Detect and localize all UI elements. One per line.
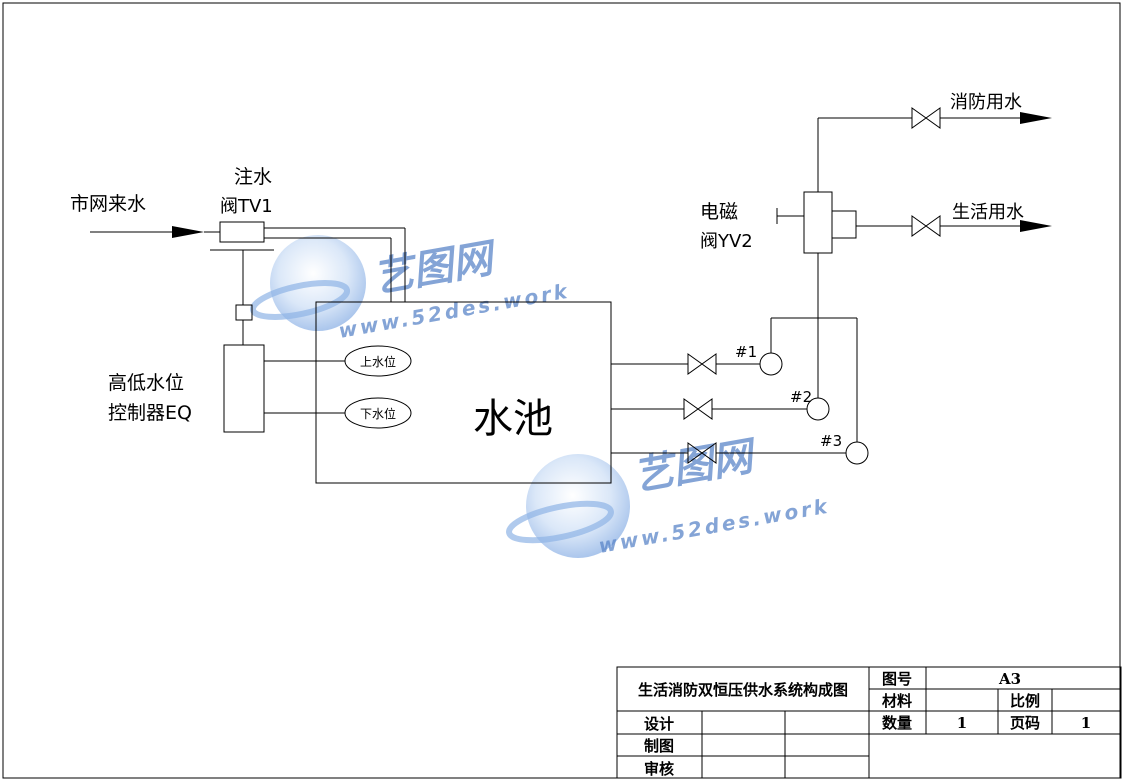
title-block: 生活消防双恒压供水系统构成图 图号 A3 材料 比例 数量 1 页码 1 设计 … <box>616 666 1122 779</box>
valve-icon <box>687 442 703 464</box>
municipal-water-label: 市网来水 <box>70 193 146 215</box>
valve-icon <box>697 398 713 420</box>
water-tank <box>315 301 612 484</box>
drawing-no: A3 <box>998 670 1021 688</box>
controller-label-1: 高低水位 <box>108 372 184 394</box>
valve-icon <box>925 215 941 237</box>
fill-valve-label-1: 注水 <box>234 166 272 188</box>
quantity-value: 1 <box>957 714 967 732</box>
page-value: 1 <box>1081 714 1091 732</box>
controller-label-2: 控制器EQ <box>108 402 192 424</box>
fill-valve-label-2: 阀TV1 <box>220 196 273 217</box>
domestic-water-label: 生活用水 <box>952 202 1024 223</box>
valve-icon <box>911 215 927 237</box>
solenoid-label-2: 阀YV2 <box>700 231 753 252</box>
upper-level-label: 上水位 <box>360 354 396 369</box>
page-label: 页码 <box>1010 714 1040 732</box>
scale-label: 比例 <box>1010 692 1040 710</box>
tank-label: 水池 <box>473 396 553 442</box>
solenoid-valve-yv2 <box>803 191 833 254</box>
review-label: 审核 <box>644 760 674 778</box>
watermark-brand: 艺图网 <box>630 433 762 500</box>
watermark-brand: 艺图网 <box>370 235 502 302</box>
valve-icon <box>925 107 941 129</box>
valve-icon <box>911 107 927 129</box>
pump-3 <box>845 441 869 465</box>
material-label: 材料 <box>882 692 912 710</box>
watermark-2: 艺图网 www.52des.work <box>506 433 832 558</box>
pump-1 <box>759 352 783 376</box>
design-label: 设计 <box>644 715 674 733</box>
valve-icon <box>687 353 703 375</box>
valve-actuator <box>235 304 253 321</box>
lower-level-sensor <box>344 397 412 429</box>
watermark-url: www.52des.work <box>597 494 832 558</box>
fill-valve-tv1 <box>219 221 265 243</box>
fire-outlet-arrow-icon <box>1020 112 1052 124</box>
lower-level-label: 下水位 <box>360 406 396 421</box>
solenoid-label-1: 电磁 <box>700 201 738 223</box>
drawing-no-label: 图号 <box>882 670 912 688</box>
fire-water-label: 消防用水 <box>950 92 1022 113</box>
pump-1-label: #1 <box>735 343 757 361</box>
level-controller-eq <box>223 344 265 433</box>
valve-icon <box>701 353 717 375</box>
upper-level-sensor <box>344 345 412 377</box>
solenoid-coil <box>831 210 857 239</box>
domestic-outlet-arrow-icon <box>1020 220 1052 232</box>
quantity-label: 数量 <box>882 714 912 732</box>
pump-3-label: #3 <box>820 432 842 450</box>
valve-icon <box>683 398 699 420</box>
watermark-1: 艺图网 www.52des.work <box>249 235 572 343</box>
drawing-title: 生活消防双恒压供水系统构成图 <box>638 681 848 699</box>
pump-2-label: #2 <box>790 388 812 406</box>
draft-label: 制图 <box>644 737 674 755</box>
inlet-arrow-icon <box>172 226 204 238</box>
